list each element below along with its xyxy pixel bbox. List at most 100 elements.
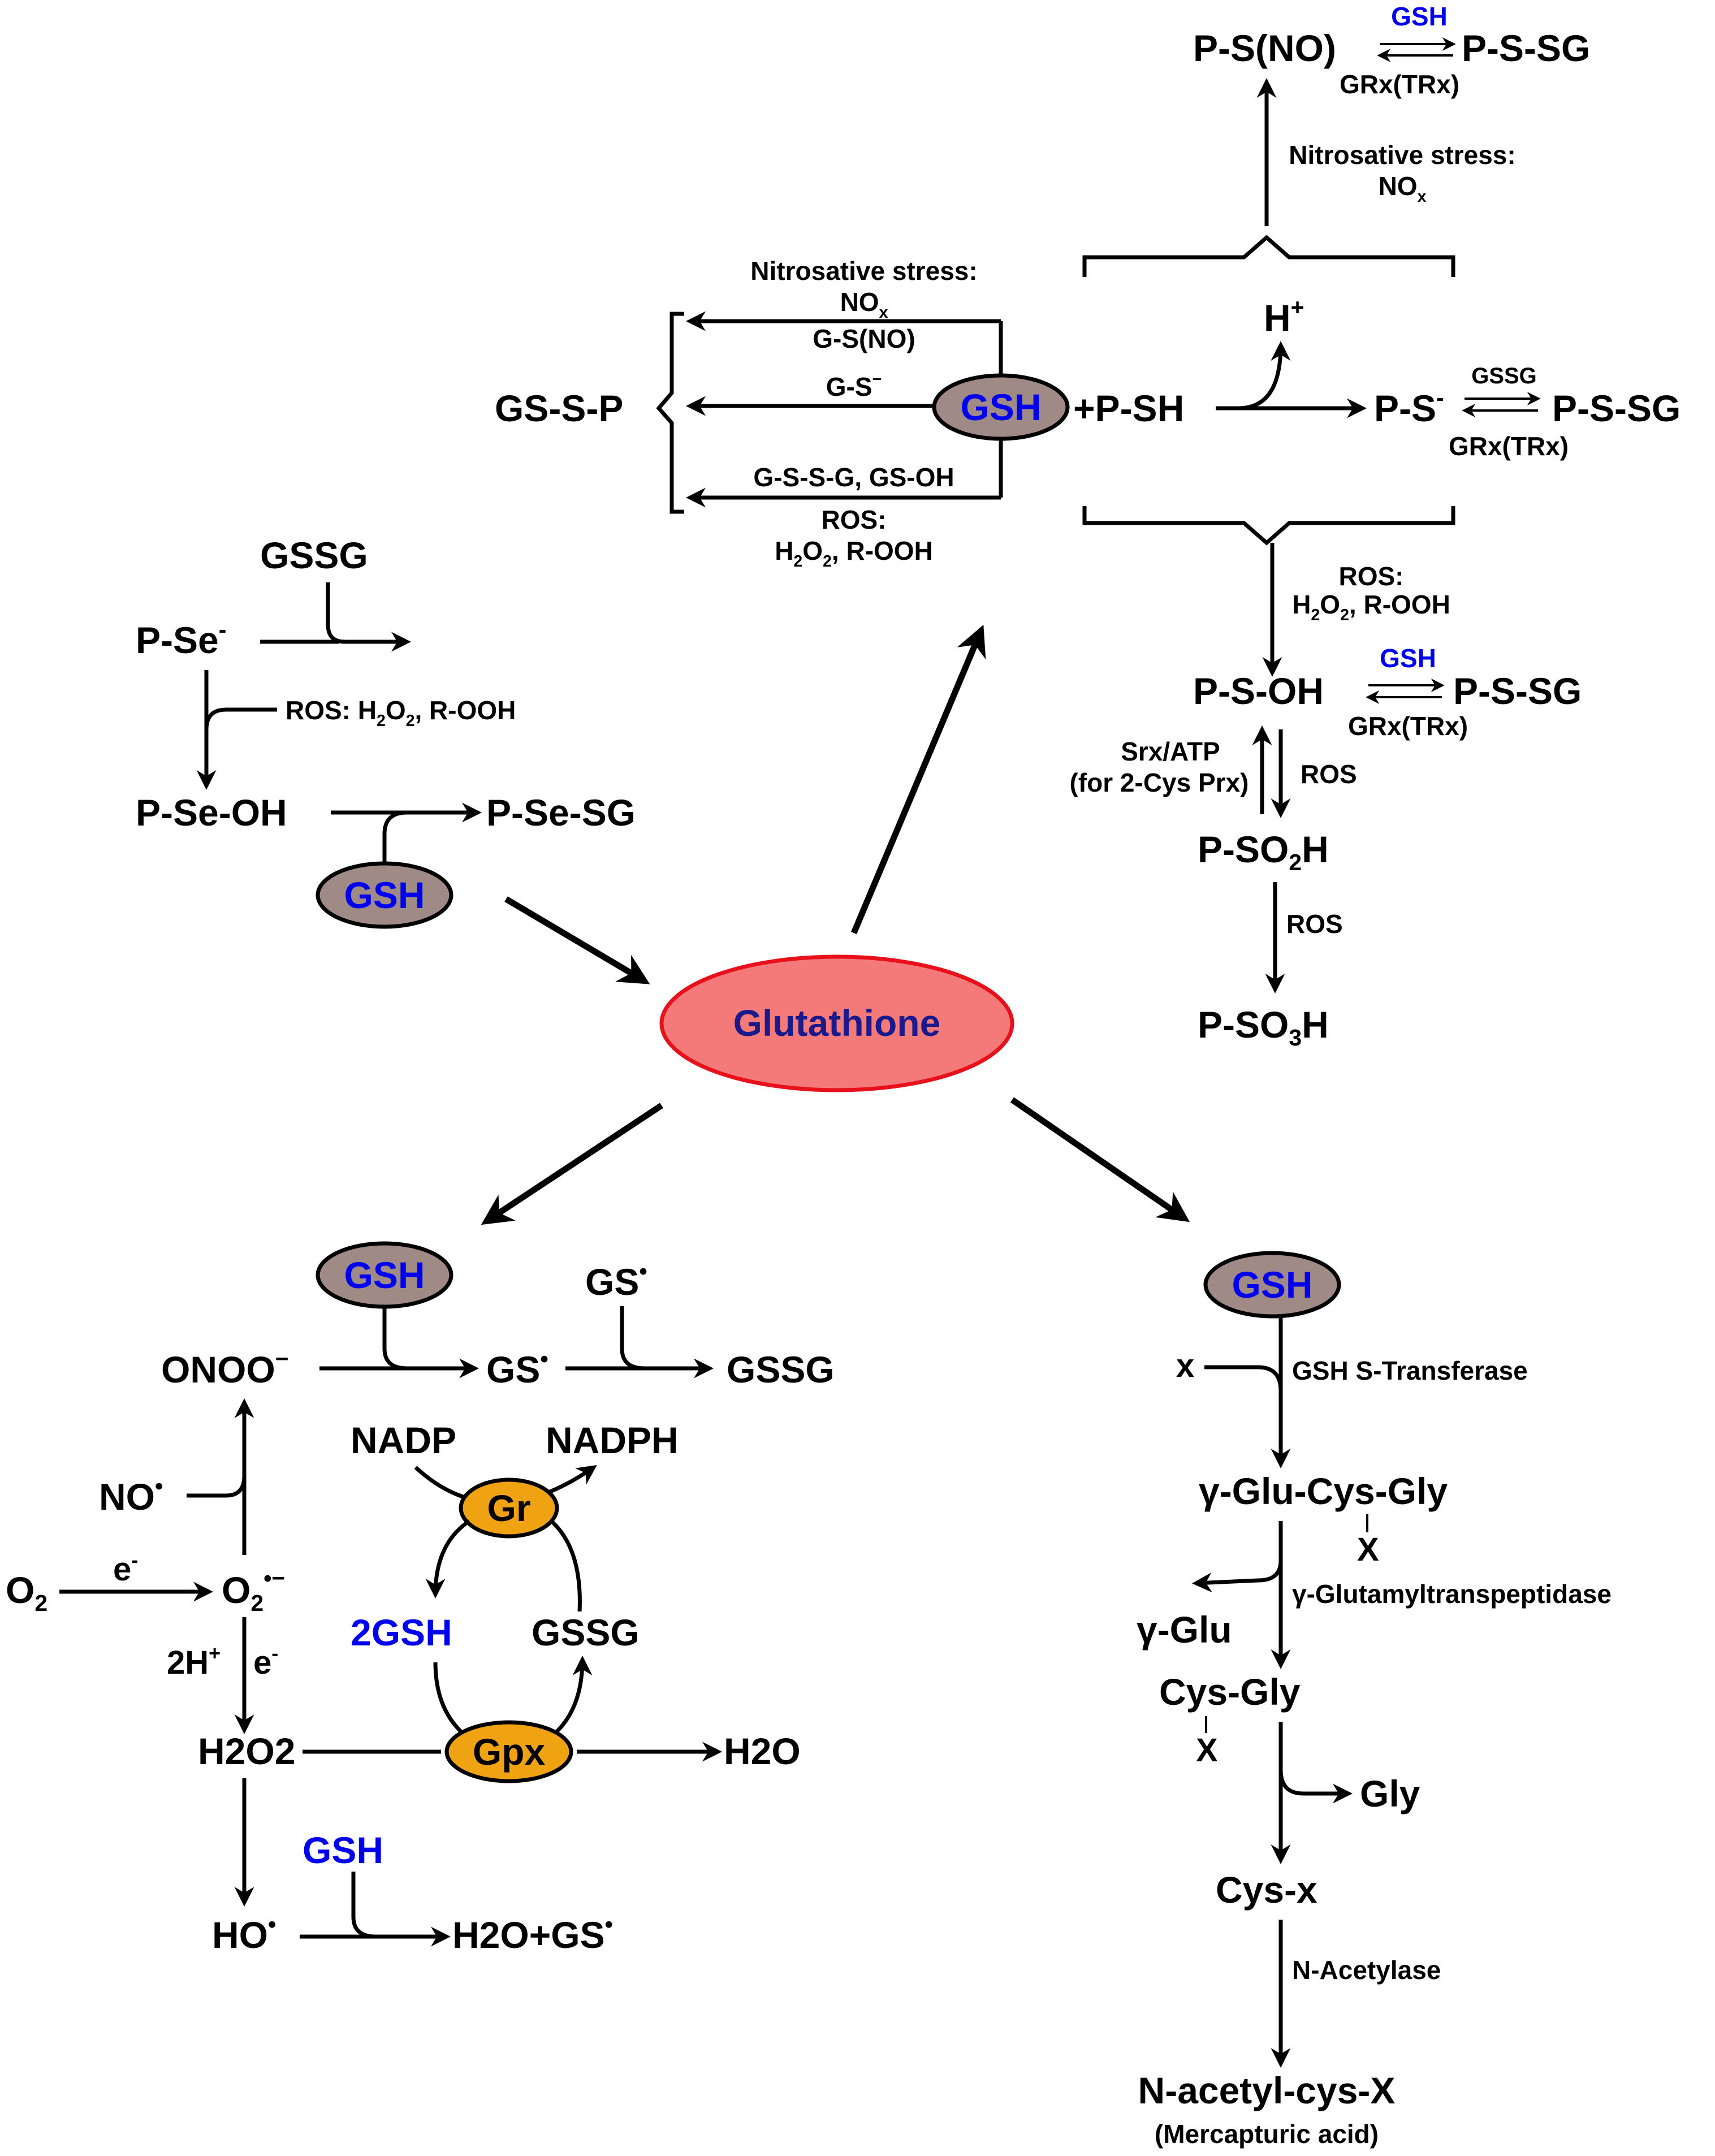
arrow-gr-to-2gsh (425, 1519, 470, 1598)
srx-atp-label: Srx/ATP (1121, 737, 1220, 766)
grx-trx-lower-label: GRx(TRx) (1348, 711, 1468, 741)
superoxide-label: O2•− (222, 1565, 285, 1616)
p-s-sg-mid-label: P-S-SG (1552, 387, 1681, 429)
ros-sulfonic-label: ROS (1286, 909, 1343, 939)
p-se-oh-label: P-Se-OH (136, 792, 287, 833)
arrow-to-gly (1278, 1769, 1353, 1804)
gsh-label-br: GSH (1232, 1264, 1312, 1306)
branch-ros-label: ROS: (822, 505, 887, 534)
gsh-node-se (316, 861, 453, 929)
two-gsh-label: 2GSH (351, 1611, 452, 1653)
gsh-node-br (1203, 1251, 1341, 1319)
p-se-label: P-Se- (136, 616, 226, 661)
transferase-label: GSH S-Transferase (1292, 1356, 1528, 1385)
gsh-node-bl (316, 1241, 453, 1309)
arrow-selenium-to-center (504, 896, 650, 984)
gssg-cycle-label: GSSG (532, 1611, 640, 1653)
arrow-center-to-bottom-left (481, 1103, 664, 1225)
grx-trx-mid-label: GRx(TRx) (1449, 431, 1569, 461)
gs-radical-top-label: GS• (585, 1258, 647, 1303)
gpx-enzyme-node (444, 1720, 573, 1783)
arrow-no-join (187, 1475, 247, 1498)
nadph-label: NADPH (546, 1419, 679, 1461)
arrow-gsh-to-gs (382, 1307, 408, 1371)
h2o-gs-label: H2O+GS• (452, 1911, 613, 1956)
branch-gs-minus-label: G-S− (826, 370, 882, 401)
grx-trx-top-label: GRx(TRx) (1340, 70, 1459, 99)
gssg-bl-label: GSSG (727, 1349, 835, 1390)
h2o-label: H2O (724, 1730, 801, 1772)
gsh-label-top: GSH (960, 386, 1041, 428)
branch-nitrosative-label: Nitrosative stress: (750, 256, 977, 286)
n-acetyl-cys-x-label: N-acetyl-cys-X (1138, 2069, 1396, 2111)
p-s-sg-lower-label: P-S-SG (1453, 670, 1582, 712)
glu-cys-gly-label: γ-Glu-Cys-Gly (1199, 1470, 1448, 1512)
branch-h2o2-label: H2O2, R-OOH (775, 536, 933, 571)
h2o2-label: H2O2 (198, 1730, 295, 1772)
p-se-sg-label: P-Se-SG (486, 792, 636, 833)
arrow-gssg-se (326, 582, 411, 652)
arrow-gsh-se (382, 810, 408, 868)
ros-sulfinic-label: ROS (1301, 759, 1357, 789)
p-s-thiolate-label: P-S- (1374, 384, 1444, 429)
brace-top (1082, 235, 1455, 277)
gssg-reagent-label: GSSG (1471, 364, 1537, 388)
branch-gssg-gsoh-label: G-S-S-G, GS-OH (753, 463, 954, 492)
acetylase-label: N-Acetylase (1292, 1955, 1441, 1985)
arrow-gpx-to-gssg (547, 1656, 593, 1740)
arrow-x-join (1204, 1365, 1283, 1392)
gsh-node-top (932, 373, 1070, 441)
ros-label: ROS: (1339, 561, 1404, 591)
bracket-left (656, 312, 684, 514)
gsh-sulfenic-reagent: GSH (1380, 643, 1436, 673)
arrow-to-glu (1192, 1560, 1283, 1593)
branch-gsno-label: G-S(NO) (813, 324, 915, 353)
h-plus-label: H+ (1264, 294, 1304, 339)
gssg-se-label: GSSG (260, 534, 368, 576)
arrow-2gsh-to-gpx (433, 1662, 471, 1740)
electron-label: e- (113, 1548, 138, 1588)
gr-label: Gr (487, 1487, 530, 1529)
gly-label: Gly (1360, 1773, 1420, 1814)
e2-label: e- (253, 1641, 278, 1681)
ho-radical-label: HO• (212, 1911, 276, 1956)
arrow-gsh-join-ho (351, 1872, 377, 1939)
branch-nox-label: NOx (840, 287, 888, 322)
arrow-center-to-bottom-right (1010, 1097, 1190, 1222)
gpx-label: Gpx (473, 1731, 546, 1773)
p-sh-label: +P-SH (1073, 387, 1184, 429)
gs-s-p-label: GS-S-P (495, 387, 623, 429)
glutathione-label: Glutathione (733, 1002, 941, 1044)
ros-se-label: ROS: H2O2, R-OOH (286, 695, 516, 730)
nadp-label: NADP (351, 1419, 456, 1461)
gsh-label-se: GSH (344, 874, 425, 916)
transpeptidase-label: γ-Glutamyltranspeptidase (1292, 1579, 1612, 1609)
gsh-top-reagent: GSH (1391, 2, 1448, 31)
gsh-label-bl: GSH (344, 1254, 425, 1296)
p-s-sg-top-label: P-S-SG (1462, 27, 1590, 69)
no-radical-label: NO• (99, 1473, 163, 1518)
nitrosative-stress-label: Nitrosative stress: (1289, 140, 1515, 170)
mercapturic-acid-label: (Mercapturic acid) (1155, 2119, 1379, 2149)
arrow-gssg-to-gr (550, 1519, 582, 1612)
gs-radical-label: GS• (486, 1346, 548, 1390)
arrow-gs-top-join (620, 1306, 645, 1371)
arrow-to-h-plus (1238, 341, 1291, 411)
arrow-ros-se (204, 707, 277, 730)
glutathione-node (659, 954, 1014, 1092)
x2-label: X (1357, 1531, 1379, 1568)
p-so2h-label: P-SO2H (1198, 828, 1329, 875)
ros-h2o2-label: H2O2, R-OOH (1292, 590, 1450, 624)
cys-x-label: Cys-x (1216, 1869, 1317, 1911)
brace-bottom (1082, 506, 1455, 546)
p-so3h-label: P-SO3H (1198, 1004, 1329, 1051)
two-h-label: 2H+ (167, 1641, 221, 1681)
for-2-cys-prx-label: (for 2-Cys Prx) (1070, 768, 1249, 797)
p-s-no-label: P-S(NO) (1193, 27, 1336, 69)
gr-enzyme-node (459, 1477, 559, 1539)
onoo-label: ONOO− (161, 1346, 289, 1390)
arrow-center-to-top (850, 624, 986, 935)
cys-gly-label: Cys-Gly (1159, 1671, 1301, 1713)
